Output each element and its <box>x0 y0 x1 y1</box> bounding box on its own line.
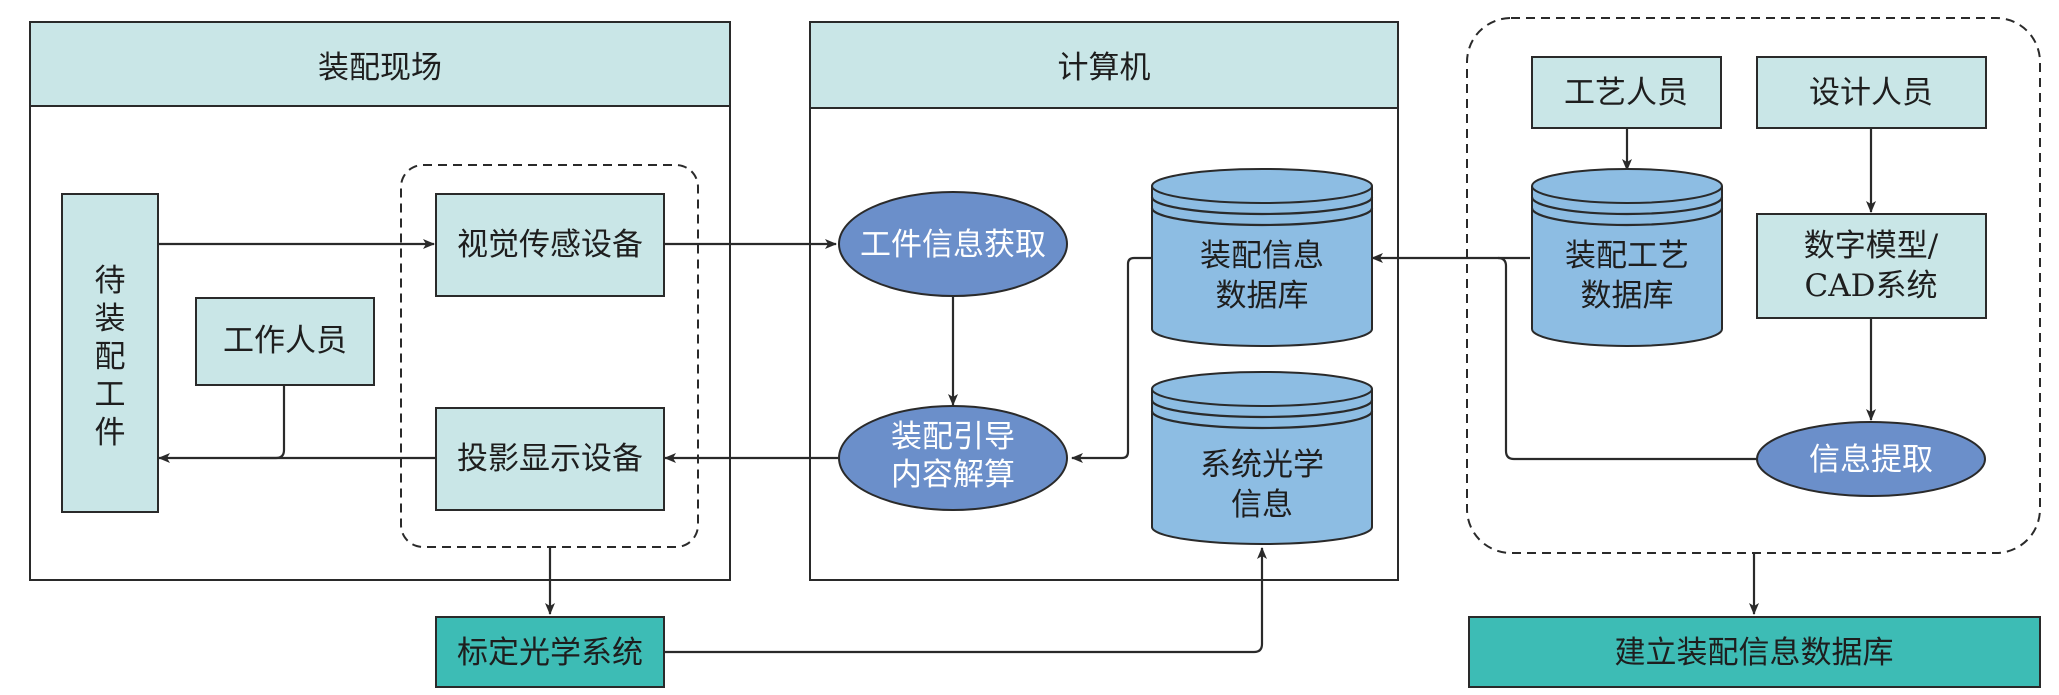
calibration-label: 标定光学系统 <box>457 635 643 671</box>
assembly-site-title: 装配现场 <box>318 50 442 86</box>
visual-sensor-box <box>435 193 665 297</box>
line-extract-to-assembly-db <box>1497 256 1757 461</box>
workpiece-label-2: 装 <box>95 301 126 337</box>
build-db-box <box>1468 616 2041 688</box>
process-db-body <box>1531 186 1723 347</box>
calibration-node: 标定光学系统 <box>435 616 665 688</box>
build-db-label: 建立装配信息数据库 <box>1615 635 1894 671</box>
guide-calc-ellipse <box>838 405 1068 511</box>
designer-label: 设计人员 <box>1809 75 1933 111</box>
info-extract-label: 信息提取 <box>1809 442 1933 478</box>
assembly-db-ring-1 <box>1150 196 1374 216</box>
guide-calc-node: 装配引导 内容解算 <box>838 405 1068 511</box>
assembly-db-label-1: 装配信息 <box>1200 238 1324 274</box>
digital-model-label-1: 数字模型/ <box>1804 228 1939 264</box>
connectors <box>158 128 1876 654</box>
info-extract-node: 信息提取 <box>1756 421 1986 497</box>
workpiece-label-4: 工 <box>95 377 126 413</box>
optical-info-ring-2 <box>1150 410 1374 430</box>
optical-info-top <box>1151 371 1373 407</box>
assembly-site-header <box>29 21 731 107</box>
designer-node: 设计人员 <box>1756 56 1987 129</box>
build-db-node: 建立装配信息数据库 <box>1468 616 2041 688</box>
digital-model-label-2: CAD系统 <box>1805 268 1938 304</box>
craftsman-box <box>1531 56 1722 129</box>
worker-node: 工作人员 <box>195 297 375 386</box>
info-acquire-ellipse <box>838 191 1068 297</box>
process-db-top <box>1531 168 1723 204</box>
optical-info-body <box>1151 389 1373 545</box>
assembly-db-body <box>1151 186 1373 347</box>
process-db-ring-1 <box>1530 196 1724 216</box>
arrow-calibration-to-optical <box>664 547 1267 654</box>
visual-sensor-node: 视觉传感设备 <box>435 193 665 297</box>
optical-info-ring-1 <box>1150 399 1374 419</box>
assembly-db-top <box>1151 168 1373 204</box>
workpiece-box <box>61 193 159 513</box>
optical-info-label-1: 系统光学 <box>1200 447 1324 483</box>
worker-label: 工作人员 <box>223 323 347 359</box>
guide-calc-label-1: 装配引导 <box>891 419 1015 455</box>
process-db-ring-2 <box>1530 207 1724 227</box>
designer-box <box>1756 56 1987 129</box>
arrow-db-to-calc <box>1071 256 1152 463</box>
optical-info-node: 系统光学 信息 <box>1150 371 1374 545</box>
line-worker-to-workpiece <box>260 385 286 460</box>
process-db-node: 装配工艺 数据库 <box>1530 168 1724 347</box>
process-db-label-2: 数据库 <box>1581 278 1674 314</box>
optical-info-label-2: 信息 <box>1231 487 1293 523</box>
workpiece-label-5: 件 <box>95 415 126 451</box>
computer-title: 计算机 <box>1058 50 1151 86</box>
digital-model-box <box>1756 213 1987 319</box>
craftsman-node: 工艺人员 <box>1531 56 1722 129</box>
worker-box <box>195 297 375 386</box>
craftsman-label: 工艺人员 <box>1564 75 1688 111</box>
info-extract-ellipse <box>1756 421 1986 497</box>
info-acquire-node: 工件信息获取 <box>838 191 1068 297</box>
process-db-label-1: 装配工艺 <box>1565 238 1689 274</box>
digital-model-node: 数字模型/ CAD系统 <box>1756 213 1987 319</box>
assembly-db-ring-2 <box>1150 207 1374 227</box>
workpiece-label-1: 待 <box>95 263 126 299</box>
assembly-db-node: 装配信息 数据库 <box>1150 168 1374 347</box>
projector-label: 投影显示设备 <box>457 441 643 477</box>
guide-calc-label-2: 内容解算 <box>891 457 1015 493</box>
projector-node: 投影显示设备 <box>435 407 665 511</box>
projector-box <box>435 407 665 511</box>
calibration-box <box>435 616 665 688</box>
visual-sensor-label: 视觉传感设备 <box>457 227 643 263</box>
info-acquire-label: 工件信息获取 <box>860 227 1046 263</box>
workpiece-node: 待 装 配 工 件 <box>61 193 159 513</box>
assembly-db-label-2: 数据库 <box>1216 278 1309 314</box>
workpiece-label-3: 配 <box>95 339 126 375</box>
computer-header <box>809 21 1399 109</box>
